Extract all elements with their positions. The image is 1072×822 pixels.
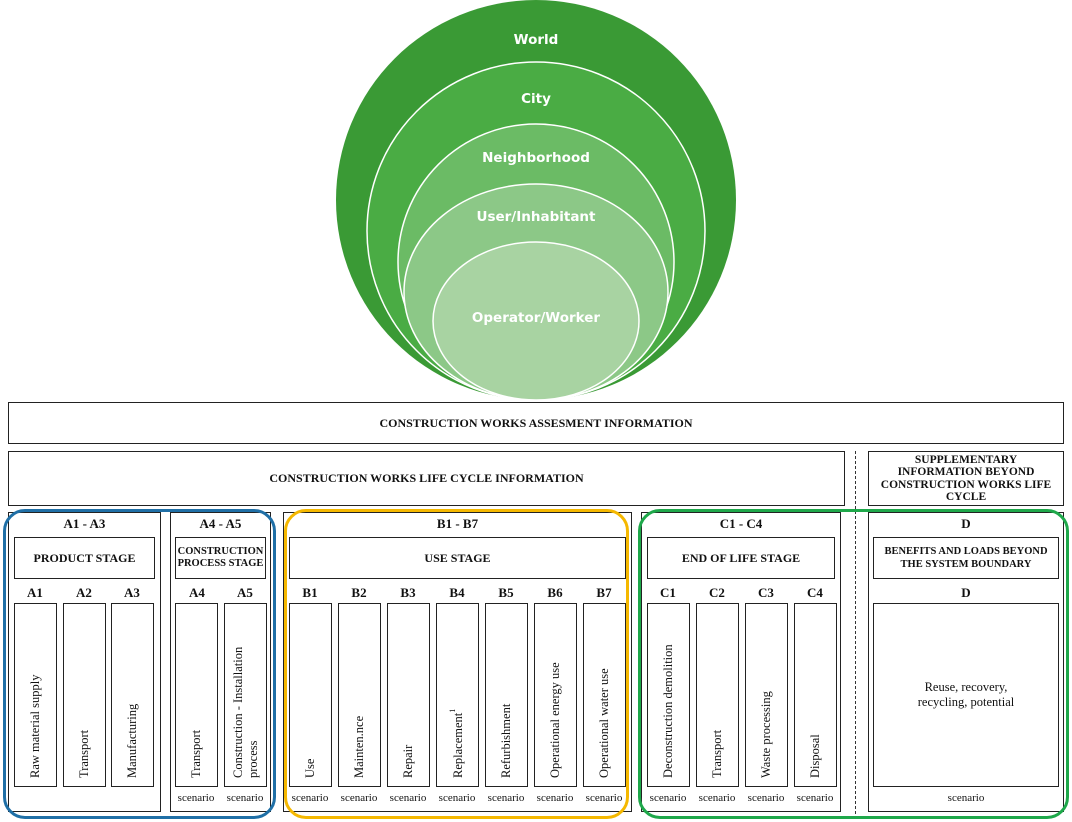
construction-range: A4 - A5 bbox=[199, 516, 242, 531]
use-range: B1 - B7 bbox=[436, 516, 479, 531]
lifecycle-title: CONSTRUCTION WORKS LIFE CYCLE INFORMATIO… bbox=[269, 471, 584, 485]
module-code-a3: A3 bbox=[124, 585, 140, 600]
module-code-b6: B6 bbox=[547, 585, 563, 600]
construction-stage-label: CONSTRUCTION PROCESS STAGE bbox=[177, 546, 264, 569]
module-b5: Refurbishment bbox=[485, 603, 528, 787]
module-b6: Operational energy use bbox=[534, 603, 577, 787]
module-code-b4: B4 bbox=[449, 585, 465, 600]
scenario-b5: scenario bbox=[487, 792, 525, 804]
end-stage-label: END OF LIFE STAGE bbox=[681, 550, 801, 565]
module-b7: Operational water use bbox=[583, 603, 626, 787]
construction-stage-title: CONSTRUCTION PROCESS STAGE bbox=[175, 537, 266, 579]
module-d-label: Reuse, recovery, recycling, potential bbox=[917, 680, 1015, 709]
module-code-a4: A4 bbox=[189, 585, 205, 600]
module-a2: Transport bbox=[63, 603, 106, 787]
city-label: City bbox=[521, 91, 551, 107]
module-code-c1: C1 bbox=[660, 585, 676, 600]
product-construction-highlight bbox=[3, 509, 276, 819]
supplementary-title: SUPPLEMENTARY INFORMATION BEYOND CONSTRU… bbox=[880, 453, 1052, 504]
module-code-a5: A5 bbox=[237, 585, 253, 600]
end-range: C1 - C4 bbox=[719, 516, 763, 531]
module-c3: Waste processing bbox=[745, 603, 788, 787]
end-beyond-highlight bbox=[638, 509, 1069, 819]
end-stage-title: END OF LIFE STAGE bbox=[647, 537, 835, 579]
module-code-a1: A1 bbox=[27, 585, 43, 600]
beyond-stage-title: BENEFITS AND LOADS BEYOND THE SYSTEM BOU… bbox=[873, 537, 1059, 579]
dashed-divider bbox=[855, 451, 856, 814]
product-stage-label: PRODUCT STAGE bbox=[33, 550, 136, 565]
scenario-c4: scenario bbox=[796, 792, 834, 804]
module-a3: Manufacturing bbox=[111, 603, 154, 787]
lifecycle-header: CONSTRUCTION WORKS LIFE CYCLE INFORMATIO… bbox=[8, 451, 845, 506]
module-code-d: D bbox=[961, 585, 971, 600]
module-code-b7: B7 bbox=[596, 585, 612, 600]
module-a1: Raw material supply bbox=[14, 603, 57, 787]
module-d: Reuse, recovery, recycling, potential bbox=[873, 603, 1059, 787]
beyond-stage-label: BENEFITS AND LOADS BEYOND THE SYSTEM BOU… bbox=[884, 546, 1048, 570]
module-code-b3: B3 bbox=[400, 585, 416, 600]
module-c4: Disposal bbox=[794, 603, 837, 787]
module-code-a2: A2 bbox=[76, 585, 92, 600]
scale-circles bbox=[336, 0, 736, 400]
module-code-b1: B1 bbox=[302, 585, 318, 600]
scenario-b2: scenario bbox=[340, 792, 378, 804]
module-b3: Repair bbox=[387, 603, 430, 787]
module-a4: Transport bbox=[175, 603, 218, 787]
operator-label: Operator/Worker bbox=[471, 310, 601, 326]
module-b2: Mainten.nce bbox=[338, 603, 381, 787]
module-b4: Replacement1 bbox=[436, 603, 479, 787]
module-a5: Construction - Installation process bbox=[224, 603, 267, 787]
world-label: World bbox=[513, 32, 559, 48]
operator-circle bbox=[432, 241, 640, 400]
scenario-b6: scenario bbox=[536, 792, 574, 804]
assessment-header: CONSTRUCTION WORKS ASSESMENT INFORMATION bbox=[8, 402, 1064, 444]
use-stage-title: USE STAGE bbox=[289, 537, 626, 579]
scenario-c2: scenario bbox=[698, 792, 736, 804]
scenario-b4: scenario bbox=[438, 792, 476, 804]
scenario-a4: scenario bbox=[177, 792, 215, 804]
module-code-c3: C3 bbox=[758, 585, 774, 600]
beyond-range: D bbox=[961, 516, 971, 531]
use-stage-highlight bbox=[284, 509, 629, 819]
module-code-c4: C4 bbox=[807, 585, 823, 600]
product-stage-title: PRODUCT STAGE bbox=[14, 537, 155, 579]
user-label: User/Inhabitant bbox=[476, 209, 596, 225]
scenario-c3: scenario bbox=[747, 792, 785, 804]
module-code-b2: B2 bbox=[351, 585, 367, 600]
neighborhood-label: Neighborhood bbox=[482, 150, 590, 166]
scenario-b3: scenario bbox=[389, 792, 427, 804]
module-c1: Deconstruction demolition bbox=[647, 603, 690, 787]
use-stage-label: USE STAGE bbox=[424, 550, 491, 565]
product-range: A1 - A3 bbox=[63, 516, 106, 531]
scenario-d: scenario bbox=[947, 792, 985, 804]
module-c2: Transport bbox=[696, 603, 739, 787]
module-code-b5: B5 bbox=[498, 585, 514, 600]
module-b1: Use bbox=[289, 603, 332, 787]
supplementary-header: SUPPLEMENTARY INFORMATION BEYOND CONSTRU… bbox=[868, 451, 1064, 506]
assessment-title: CONSTRUCTION WORKS ASSESMENT INFORMATION bbox=[379, 415, 693, 430]
module-code-c2: C2 bbox=[709, 585, 725, 600]
